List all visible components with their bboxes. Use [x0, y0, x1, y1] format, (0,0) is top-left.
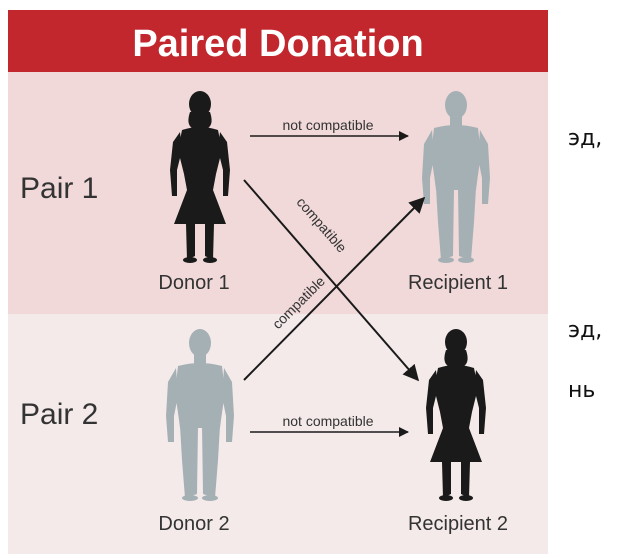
- pair-1-label: Pair 1: [20, 172, 98, 205]
- donor-2-to-recipient-1-compatible-arrow: [243, 196, 426, 381]
- diagram-title: Paired Donation: [132, 23, 423, 65]
- pair-1-not-compatible-label: not compatible: [282, 117, 373, 133]
- side-text-2: эд,: [568, 318, 603, 343]
- pair-2-not-compatible-label: not compatible: [282, 413, 373, 429]
- recipient-2-label: Recipient 2: [408, 513, 508, 535]
- title-bar: [8, 10, 548, 72]
- recipient-1-label: Recipient 1: [408, 272, 508, 294]
- donor-1-to-recipient-2-compatible-arrow: [243, 179, 420, 382]
- donor-1-label: Donor 1: [158, 272, 229, 294]
- side-text-1: эд,: [568, 126, 603, 151]
- pair-2-label: Pair 2: [20, 398, 98, 431]
- side-text-3: нь: [568, 378, 596, 403]
- donor-2-label: Donor 2: [158, 513, 229, 535]
